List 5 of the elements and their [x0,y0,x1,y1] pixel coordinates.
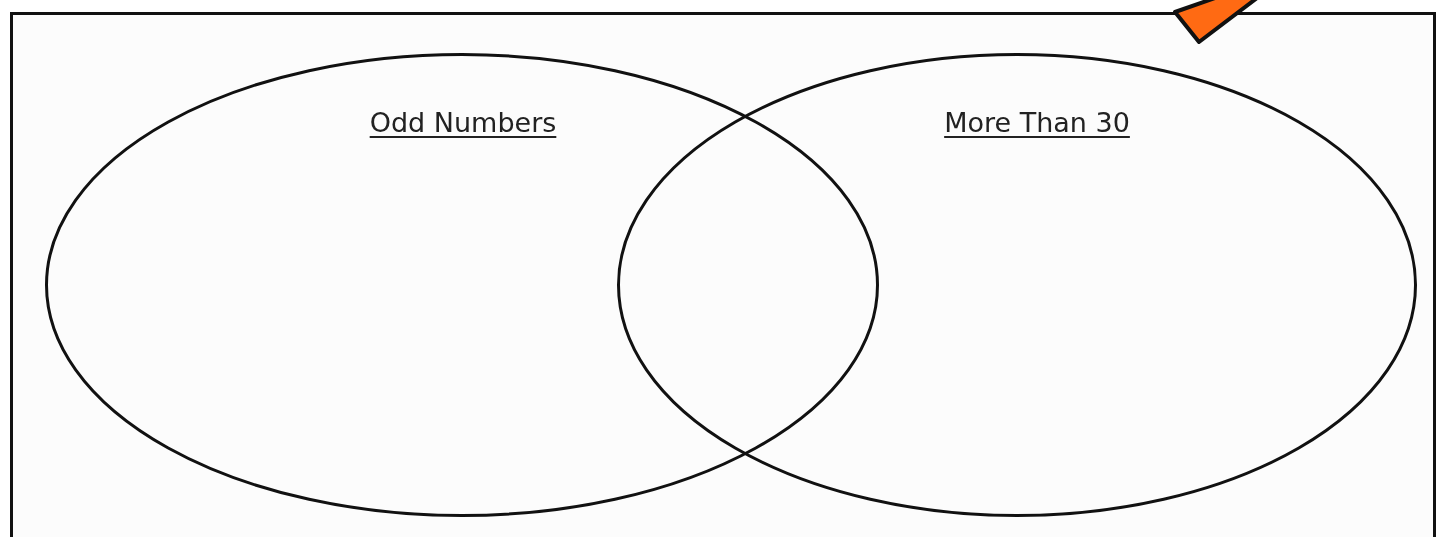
set-ellipse [617,53,1417,517]
set-ellipse [45,53,879,517]
set-title: More Than 30 [944,107,1130,138]
set-title: Odd Numbers [369,107,557,138]
universal-set-frame [10,12,1436,537]
